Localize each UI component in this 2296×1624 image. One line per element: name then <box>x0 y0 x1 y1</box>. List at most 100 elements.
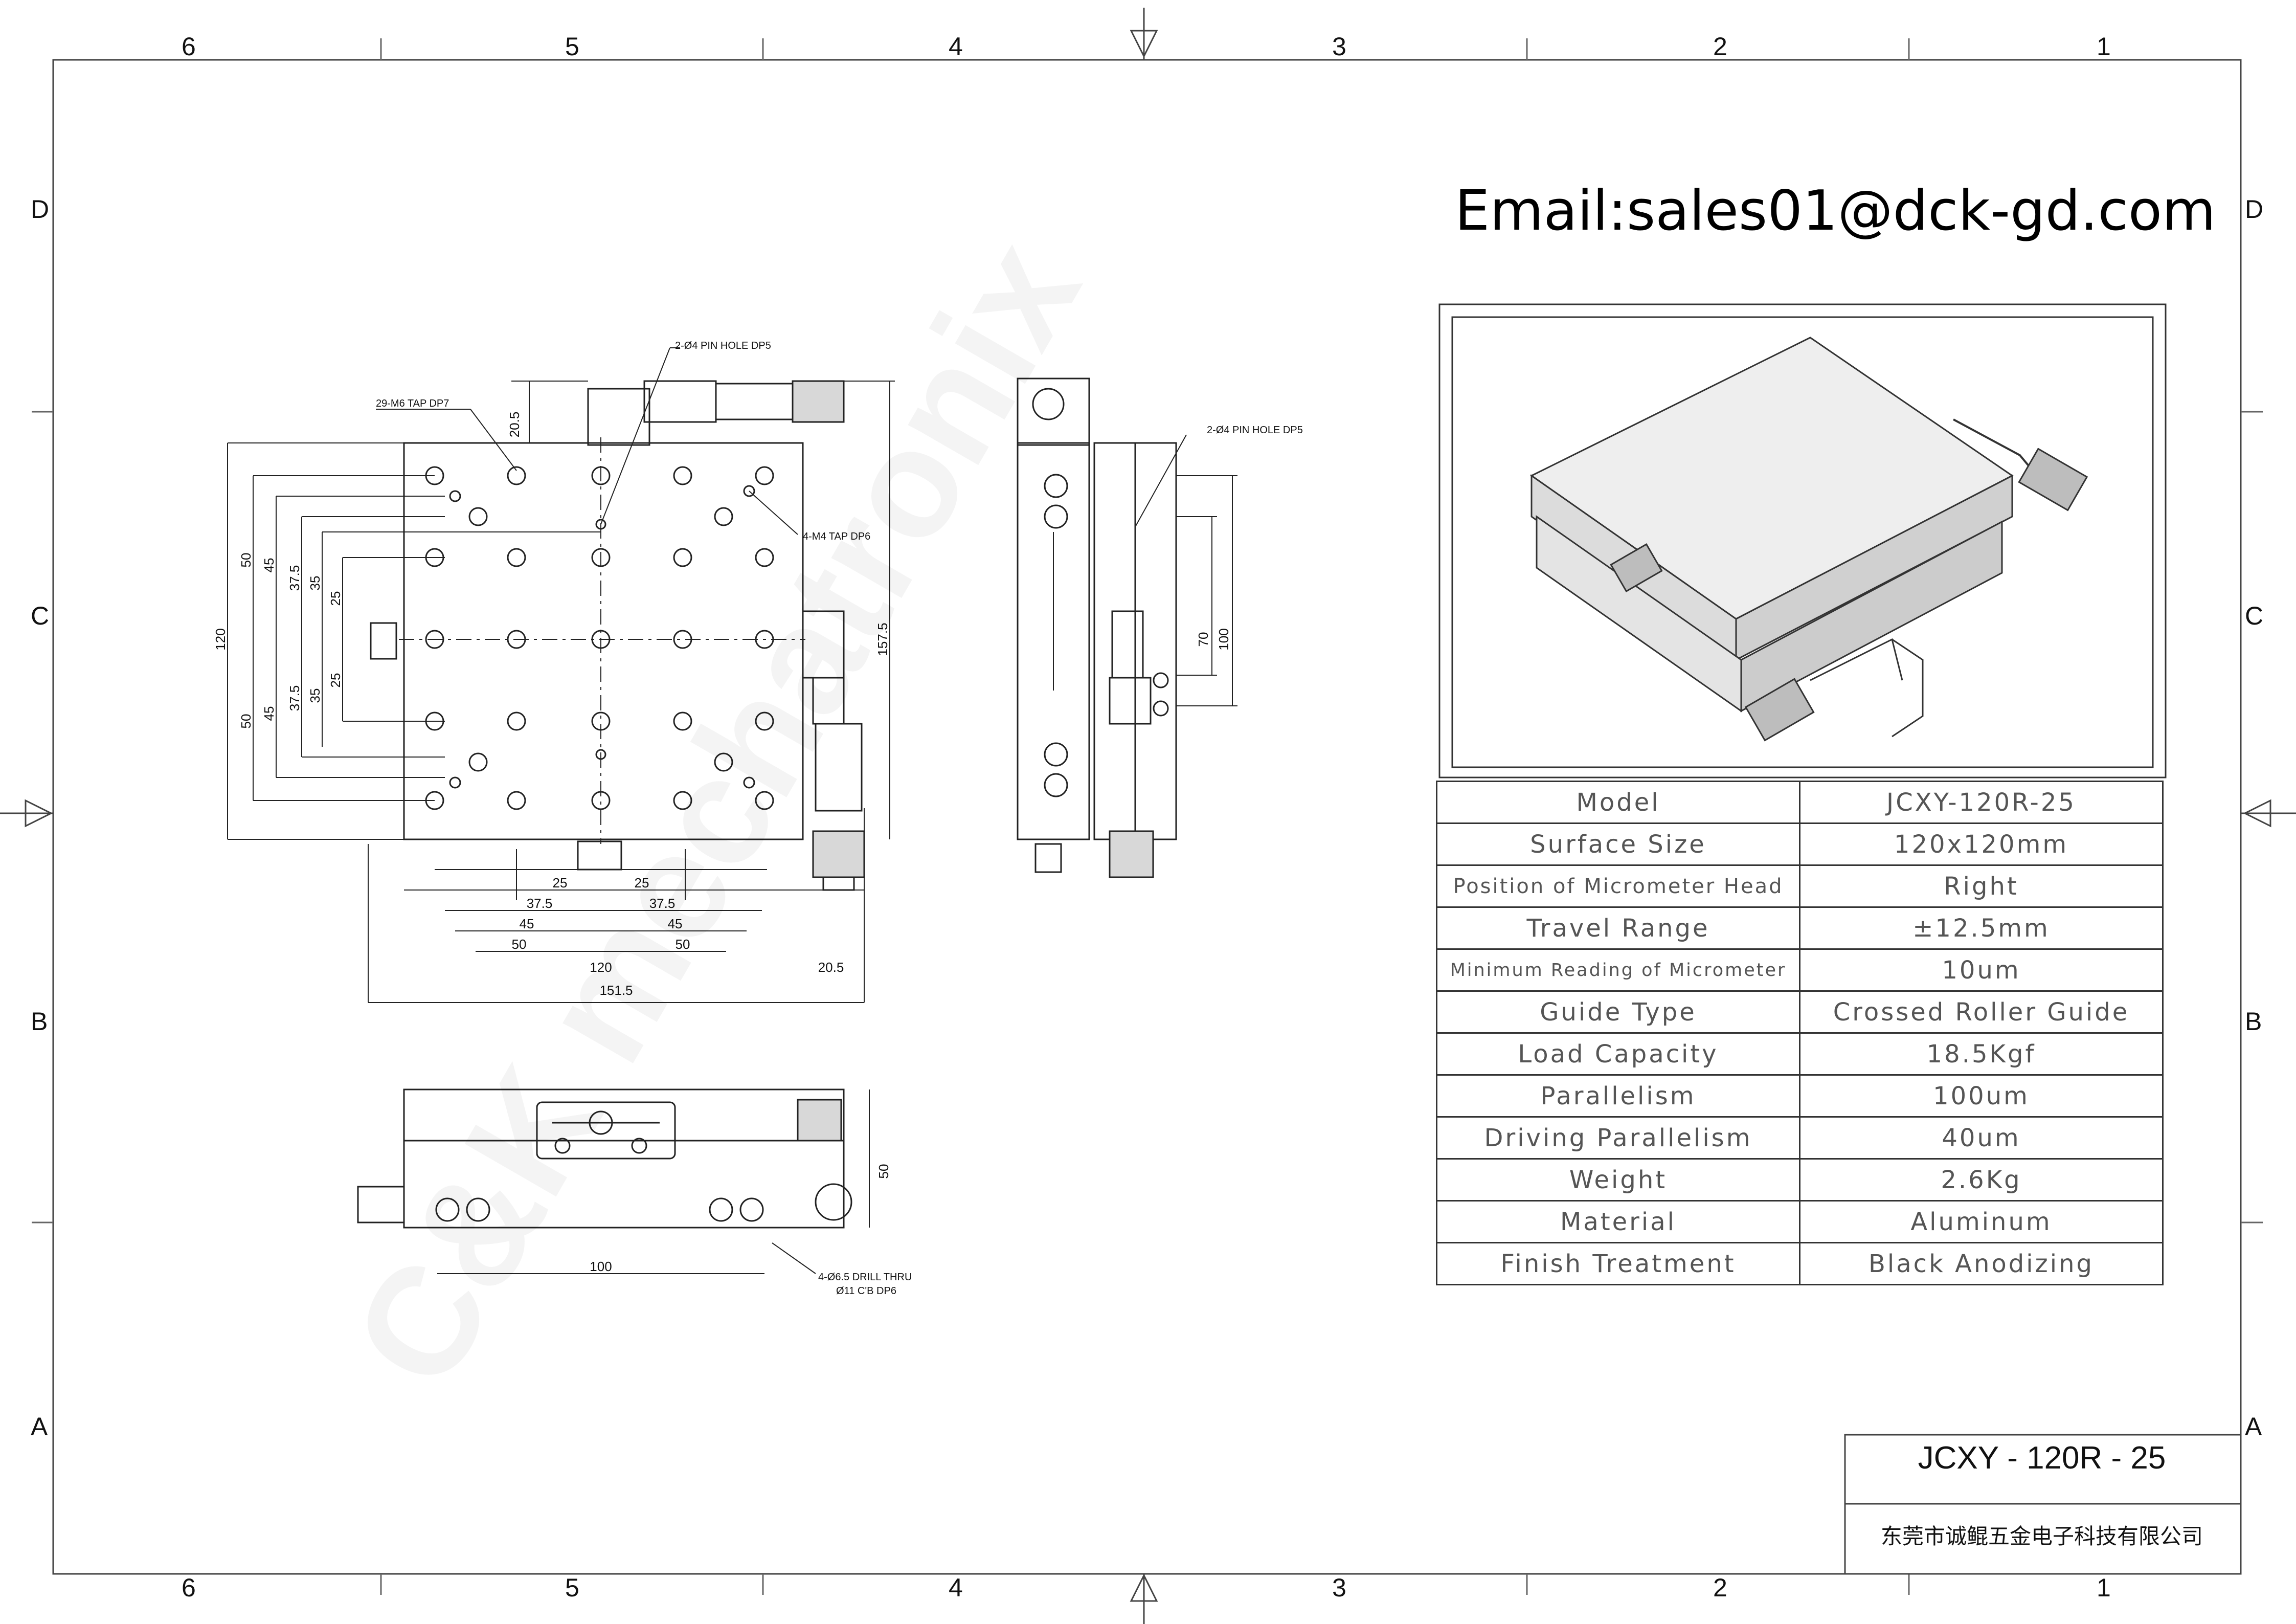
zone-row-a-right: A <box>2245 1412 2262 1441</box>
spec-label: Material <box>1436 1200 1800 1243</box>
zone-row-b-right: B <box>2245 1007 2262 1036</box>
spec-label: Finish Treatment <box>1436 1242 1800 1285</box>
spec-value: Crossed Roller Guide <box>1799 990 2164 1034</box>
centering-marks <box>0 8 2296 1624</box>
spec-label: Surface Size <box>1436 822 1800 866</box>
spec-label: Driving Parallelism <box>1436 1116 1800 1160</box>
zone-col-4-top: 4 <box>949 32 963 61</box>
spec-value: Right <box>1799 864 2164 908</box>
zone-row-c-right: C <box>2245 602 2264 630</box>
dim-157-5: 157.5 <box>875 622 890 656</box>
dim-37-5-top: 37.5 <box>287 565 302 591</box>
spec-value: 2.6Kg <box>1799 1158 2164 1202</box>
spec-value: 18.5Kgf <box>1799 1032 2164 1076</box>
dim-25-bl: 25 <box>553 875 568 891</box>
title-block <box>1844 1434 2242 1575</box>
dim-100-front: 100 <box>590 1259 612 1274</box>
spec-label: Weight <box>1436 1158 1800 1202</box>
zone-row-b-left: B <box>31 1007 48 1036</box>
dim-37-5-bl: 37.5 <box>527 896 553 911</box>
zone-col-1-bottom: 1 <box>2097 1573 2111 1602</box>
zone-col-3-bottom: 3 <box>1332 1573 1346 1602</box>
zone-col-4-bottom: 4 <box>949 1573 963 1602</box>
zone-row-d-left: D <box>31 195 50 224</box>
drawing-frame <box>52 59 2242 1575</box>
dim-20-5-bottom: 20.5 <box>818 960 844 975</box>
dim-120-left: 120 <box>213 628 228 650</box>
side-view <box>1017 377 1237 878</box>
dim-45-bot: 45 <box>261 706 277 721</box>
dim-50-br: 50 <box>676 937 690 952</box>
front-view <box>357 1088 870 1274</box>
dim-50-top: 50 <box>238 553 254 568</box>
dim-151-5: 151.5 <box>599 983 633 998</box>
spec-label: Travel Range <box>1436 906 1800 950</box>
zone-col-1-top: 1 <box>2097 32 2111 61</box>
zone-ticks <box>32 38 2263 1595</box>
dim-35-top: 35 <box>307 576 323 591</box>
dim-37-5-bot: 37.5 <box>287 685 302 711</box>
dim-45-bl: 45 <box>520 916 534 931</box>
zone-col-3-top: 3 <box>1332 32 1346 61</box>
spec-label: Model <box>1436 781 1800 824</box>
dim-70-side: 70 <box>1196 632 1211 647</box>
spec-value: 100um <box>1799 1074 2164 1118</box>
zone-col-6-bottom: 6 <box>182 1573 196 1602</box>
zone-row-d-right: D <box>2245 195 2264 224</box>
dim-50-bot: 50 <box>238 714 254 729</box>
callout-m6-tap: 29-M6 TAP DP7 <box>376 398 449 409</box>
zone-row-c-left: C <box>31 602 50 630</box>
spec-value: 40um <box>1799 1116 2164 1160</box>
dimension-labels: 20.5 157.5 120 50 45 37.5 35 25 25 35 37… <box>213 412 1231 1274</box>
zone-row-a-left: A <box>31 1412 48 1441</box>
spec-value: Black Anodizing <box>1799 1242 2164 1285</box>
title-block-company: 东莞市诚鲲五金电子科技有限公司 <box>1880 1524 2203 1549</box>
dim-25-br: 25 <box>635 875 649 891</box>
dim-120-bottom: 120 <box>590 960 612 975</box>
spec-value: 120x120mm <box>1799 822 2164 866</box>
spec-value: JCXY-120R-25 <box>1799 781 2164 824</box>
dim-50-bl: 50 <box>512 937 527 952</box>
callout-pin-hole-side: 2-Ø4 PIN HOLE DP5 <box>1207 425 1303 436</box>
spec-value: 10um <box>1799 948 2164 992</box>
callout-labels: 2-Ø4 PIN HOLE DP5 29-M6 TAP DP7 4-M4 TAP… <box>376 340 1303 1297</box>
spec-label: Guide Type <box>1436 990 1800 1034</box>
title-block-model: JCXY - 120R - 25 <box>1918 1440 2166 1476</box>
spec-value: Aluminum <box>1799 1200 2164 1243</box>
spec-label: Position of Micrometer Head <box>1436 864 1800 908</box>
dim-35-bot: 35 <box>307 688 323 703</box>
spec-label: Parallelism <box>1436 1074 1800 1118</box>
dim-45-top: 45 <box>261 558 277 573</box>
zone-col-2-top: 2 <box>1713 32 1727 61</box>
callout-m4-tap: 4-M4 TAP DP6 <box>803 531 870 542</box>
dim-37-5-br: 37.5 <box>649 896 676 911</box>
dim-100-side: 100 <box>1216 628 1231 650</box>
contact-email: Email:sales01@dck-gd.com <box>1455 179 2216 243</box>
zone-col-6-top: 6 <box>182 32 196 61</box>
top-view <box>227 347 1187 1274</box>
zone-col-2-bottom: 2 <box>1713 1573 1727 1602</box>
dim-20-5-top: 20.5 <box>507 412 522 438</box>
mounting-holes <box>425 466 774 810</box>
spec-label: Load Capacity <box>1436 1032 1800 1076</box>
dim-25-top: 25 <box>328 591 343 606</box>
callout-drill-thru-1: 4-Ø6.5 DRILL THRU <box>818 1272 912 1283</box>
callout-drill-thru-2: Ø11 C'B DP6 <box>836 1285 896 1297</box>
callout-pin-hole-top: 2-Ø4 PIN HOLE DP5 <box>675 340 771 351</box>
dim-25-bot: 25 <box>328 673 343 688</box>
spec-label: Minimum Reading of Micrometer <box>1436 948 1800 992</box>
product-isometric-image <box>1438 303 2167 778</box>
spec-value: ±12.5mm <box>1799 906 2164 950</box>
dim-45-br: 45 <box>668 916 683 931</box>
zone-col-5-bottom: 5 <box>565 1573 579 1602</box>
